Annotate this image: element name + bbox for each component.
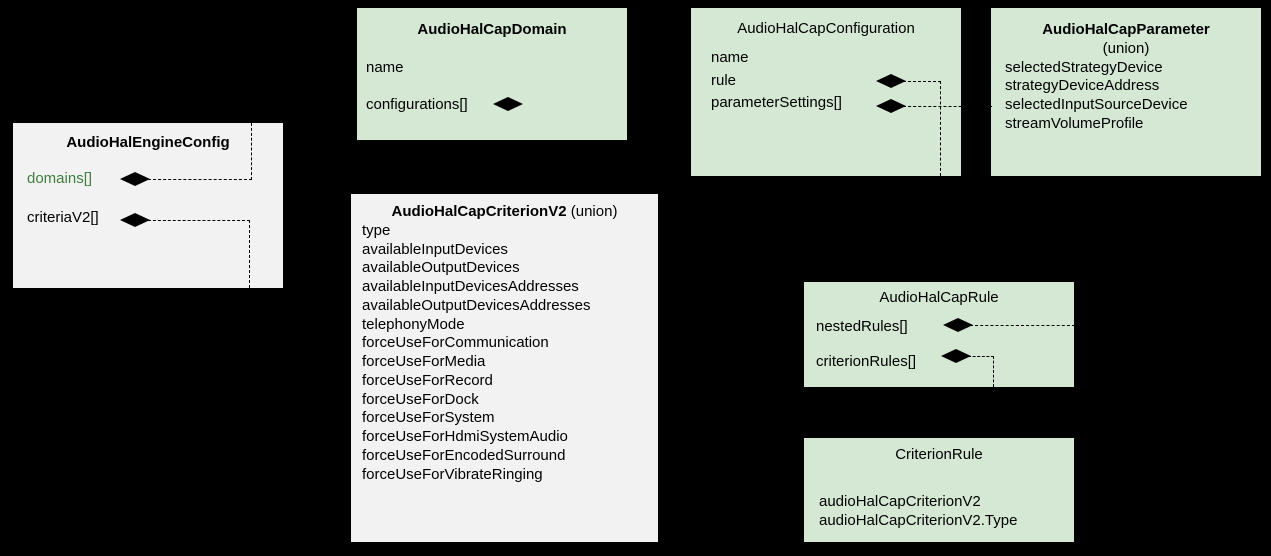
class-box-audiohalcapconfiguration[interactable]: AudioHalCapConfiguration name rule param… — [691, 8, 961, 176]
class-union-label: (union) — [570, 203, 618, 220]
class-title-audiohalcapcriterionv2: AudioHalCapCriterionV2 — [391, 203, 567, 220]
class-box-audiohalcaprule[interactable]: AudioHalCapRule nestedRules[] criterionR… — [804, 282, 1074, 387]
attribute-criterionrules: criterionRules[] — [816, 352, 917, 370]
attribute-name: name — [366, 58, 404, 76]
edge-domains-vertical — [251, 123, 252, 180]
edge-rule-horizontal — [903, 81, 941, 82]
edge-criterionrules-vertical — [993, 356, 994, 387]
attribute-forceuseforhdmisystemaudio: forceUseForHdmiSystemAudio — [362, 428, 568, 445]
class-box-audiohalcapparameter[interactable]: AudioHalCapParameter (union) selectedStr… — [991, 8, 1261, 176]
class-title-audiohalcapconfiguration: AudioHalCapConfiguration — [737, 20, 915, 37]
attribute-availableoutputdevices: availableOutputDevices — [362, 259, 520, 277]
attribute-configurations: configurations[] — [366, 95, 468, 113]
edge-rule-vertical — [940, 81, 941, 176]
edge-parametersettings-horizontal — [903, 106, 992, 107]
attribute-audiohalcapcriterionv2-type: audioHalCapCriterionV2.Type — [819, 511, 1018, 529]
edge-criteriav2-vertical — [249, 220, 250, 288]
attribute-forceuseforvibrateringing: forceUseForVibrateRinging — [362, 465, 543, 483]
attribute-availableinputdevicesaddresses: availableInputDevicesAddresses — [362, 278, 579, 295]
attribute-nestedrules: nestedRules[] — [816, 317, 908, 335]
class-box-criterionrule[interactable]: CriterionRule audioHalCapCriterionV2 aud… — [804, 438, 1074, 542]
attribute-forceuseforcommunication: forceUseForCommunication — [362, 334, 549, 352]
attribute-strategydeviceaddress: strategyDeviceAddress — [1005, 77, 1160, 95]
attribute-forceusefordock: forceUseForDock — [362, 390, 479, 408]
attribute-rule: rule — [711, 71, 737, 89]
class-title-row-audiohalcapcriterionv2: AudioHalCapCriterionV2 (union) — [351, 203, 658, 222]
attribute-selectedstrategydevice: selectedStrategyDevice — [1005, 58, 1163, 76]
class-box-audiohalcapdomain[interactable]: AudioHalCapDomain name configurations[] — [357, 8, 627, 140]
attribute-type: type — [362, 221, 391, 239]
edge-nestedrules-horizontal — [970, 325, 1075, 326]
attribute-criteriav2: criteriaV2[] — [27, 208, 99, 226]
attribute-forceuseformedia: forceUseForMedia — [362, 353, 486, 370]
attribute-name: name — [711, 48, 749, 66]
attribute-audiohalcapcriterionv2: audioHalCapCriterionV2 — [819, 492, 981, 510]
class-title-audiohalcapdomain: AudioHalCapDomain — [417, 21, 567, 38]
edge-domains-horizontal — [148, 179, 252, 180]
attribute-domains: domains[] — [27, 169, 93, 187]
attribute-selectedinputsourcedevice: selectedInputSourceDevice — [1005, 96, 1188, 113]
attribute-availableinputdevices: availableInputDevices — [362, 240, 508, 258]
edge-criterionrules-horizontal — [968, 356, 994, 357]
class-title-audiohalcaprule: AudioHalCapRule — [879, 289, 999, 306]
attribute-forceuseforencodedsurround: forceUseForEncodedSurround — [362, 446, 566, 464]
attribute-availableoutputdevicesaddresses: availableOutputDevicesAddresses — [362, 296, 591, 314]
attribute-telephonymode: telephonyMode — [362, 315, 465, 333]
attribute-parametersettings: parameterSettings[] — [711, 94, 842, 112]
class-title-criterionrule: CriterionRule — [895, 446, 983, 463]
attribute-streamvolumeprofile: streamVolumeProfile — [1005, 114, 1144, 132]
class-title-audiohalcapparameter: AudioHalCapParameter — [1042, 21, 1210, 38]
class-box-audiohalengineconfig[interactable]: AudioHalEngineConfig domains[] criteriaV… — [13, 123, 283, 288]
attribute-forceuseforrecord: forceUseForRecord — [362, 371, 493, 389]
edge-criteriav2-horizontal — [148, 220, 250, 221]
attribute-forceuseforsystem: forceUseForSystem — [362, 409, 495, 427]
class-title-audiohalengineconfig: AudioHalEngineConfig — [66, 134, 230, 151]
class-box-audiohalcapcriterionv2[interactable]: AudioHalCapCriterionV2 (union) type avai… — [351, 194, 658, 542]
class-subtitle-audiohalcapparameter: (union) — [1102, 39, 1150, 57]
